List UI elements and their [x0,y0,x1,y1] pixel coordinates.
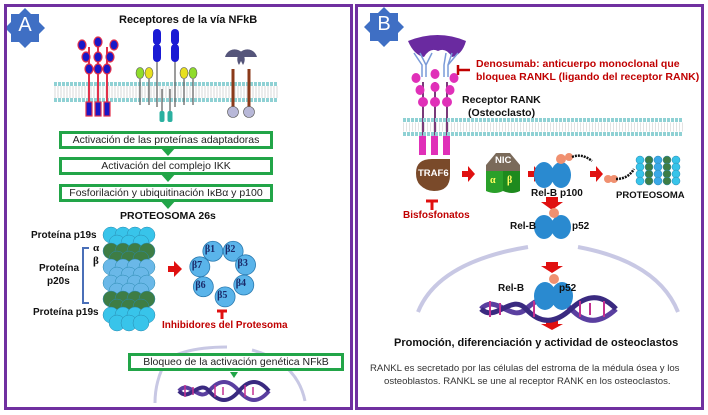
denosumab-label-line2: bloquea RANKL (ligando del receptor RANK… [476,71,700,83]
relb-p100-complex-icon [534,153,593,188]
panel-b-badge: B [377,13,391,35]
denosumab-label-line1: Denosumab: anticuerpo monoclonal que [476,58,680,70]
traf6-icon [416,159,450,191]
cell-membrane-b [403,118,683,136]
beta-subunit-label: β2 [225,244,236,256]
proteasome-26s-icon [102,226,156,332]
arrow-right-icon [590,166,603,182]
inhibition-t-icon [217,309,227,319]
rank-receptor-label-line1: Receptor RANK [462,94,541,106]
beta-subunit-2 [222,240,244,262]
proteasome-inhibitors-label: Inhibidores del Protesoma [162,320,288,331]
label-p19s-bottom: Proteína p19s [33,307,99,318]
nic-alpha-label: α [490,175,496,186]
inhibition-t-denosumab-icon [456,65,470,75]
label-beta: β [93,255,99,267]
bisphosphonates-label: Bisfosfonatos [403,210,470,221]
rank-receptor-icon [411,69,459,155]
rankl-note-line2: osteoblastos. RANKL se une al receptor R… [384,376,671,387]
dna-helix-icon [177,380,271,402]
p100-label: p100 [560,188,583,199]
panel-a-artwork [7,8,307,404]
arrow-right-icon [168,261,182,277]
flow-step-phosphorylation: Fosforilación y ubiquitinación IκBα y p1… [59,184,273,202]
rank-receptor-label-line2: (Osteoclasto) [468,107,536,119]
panel-a-badge: A [18,14,32,36]
nic-beta-label: β [507,175,513,186]
relb-p52-complex-icon [534,208,571,239]
rankl-note-line1: RANKL es secretado por las células del e… [370,363,680,374]
label-p19s-top: Proteína p19s [31,230,97,241]
tnf-receptor-icon [77,36,119,117]
relb-label-3: Rel-B [498,283,525,294]
panel-b-artwork [364,7,683,330]
beta-subunit-label: β6 [195,279,206,291]
label-p20s-line2: p20s [47,276,70,287]
cell-membrane-a [54,82,278,102]
nuclear-envelope-arc [416,245,529,313]
panel-a-title: Receptores de la vía NFkB [119,14,258,26]
traf6-label: TRAF6 [418,168,449,179]
panel-b: B Denosumab: anticuerpo monoclonal que b… [355,4,704,410]
nic-label: NIC [495,155,512,166]
arrow-right-icon [462,166,475,182]
proteasome-icon [635,155,681,186]
il1-receptor-icon [225,49,257,118]
toll-like-receptor-icon [135,29,198,122]
p52-label-1: p52 [572,221,590,232]
outcome-label: Promoción, diferenciación y actividad de… [394,337,679,349]
nik-ikk-complex-icon [486,153,520,193]
rankl-denosumab-icon [408,35,466,77]
beta-subunit-7 [189,256,211,278]
inhibition-t-bisphosphonates-icon [426,199,438,210]
proteasome-label-b: PROTEOSOMA [616,190,685,201]
beta-subunit-6 [192,276,214,298]
ubiquitin-chain-icon [604,168,636,183]
flow-step-nfkb-block: Bloqueo de la activación genética NFkB [128,353,344,371]
label-alpha: α [93,242,100,254]
beta-subunit-label: β7 [191,259,203,271]
beta-subunit-4 [233,274,255,296]
proteasome-26s-title: PROTEOSOMA 26s [120,210,216,222]
relb-label-1: Rel-B [531,188,558,199]
flow-step-adaptor-proteins: Activación de las proteínas adaptadoras [59,131,273,149]
relb-label-2: Rel-B [510,221,537,232]
p20s-bracket [82,247,89,304]
panel-a: A Receptores de la vía NFkB Activación d… [4,4,353,410]
arrow-down-icon [541,197,563,210]
flow-step-ikk-complex: Activación del complejo IKK [59,157,273,175]
badge-star-b-icon [364,7,404,47]
label-p20s-line1: Proteína [39,263,80,274]
beta-subunit-ring [189,240,256,308]
beta-subunit-label: β3 [237,257,248,269]
badge-star-a-icon [7,8,45,48]
relb-p52-dna-bound-icon [534,274,573,310]
arrow-down-icon [541,262,563,273]
beta-subunit-label: β4 [235,278,247,289]
p52-label-2: p52 [559,283,577,294]
beta-subunit-label: β5 [217,289,228,301]
beta-subunit-label: β1 [204,244,216,256]
beta-subunit-5 [214,286,236,308]
